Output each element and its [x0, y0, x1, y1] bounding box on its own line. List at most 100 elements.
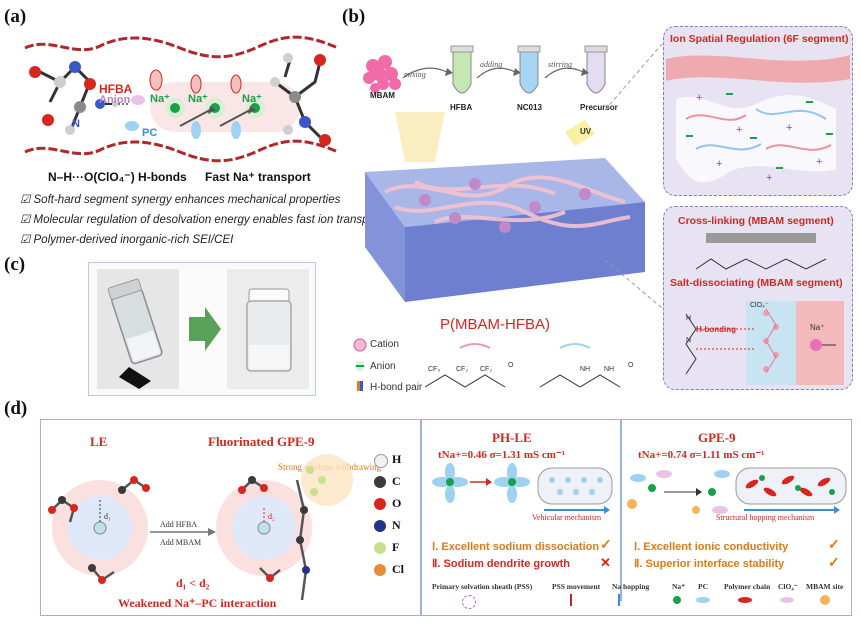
label-hbonding: H-bonding: [696, 325, 736, 334]
vial-photos: [97, 269, 309, 389]
legend-na-hopping: Na hopping: [612, 582, 650, 591]
pc-icon: [696, 597, 710, 603]
formula-o2: O: [628, 362, 634, 369]
label-na-1: Na⁺: [150, 93, 170, 105]
label-anion: Anion: [99, 94, 131, 106]
arrow-down-icon: [570, 594, 572, 606]
atom-c-icon: [374, 476, 386, 488]
panel-b-legend-graphics: [353, 338, 621, 391]
mbam-graphic: [685, 233, 844, 385]
legend-clo4: ClO₄⁻: [778, 582, 798, 591]
polymer-chain-icon: [738, 597, 752, 603]
atom-n-icon: [374, 520, 386, 532]
phle-metrics: tNa+=0.46 σ=1.31 mS cm⁻¹: [438, 449, 566, 461]
panel-b-label: (b): [342, 6, 366, 27]
atom-legend: H C O N F Cl: [374, 452, 418, 584]
bullet-2: ☑ Molecular regulation of desolvation en…: [20, 214, 382, 226]
atom-item: O: [374, 496, 418, 518]
vehicular-mechanism: Vehicular mechanism: [532, 513, 602, 522]
bullet-1: ☑ Soft-hard segment synergy enhances mec…: [20, 194, 341, 206]
check-icon: ☑: [20, 234, 31, 246]
salt-dissociating-title: Salt-dissociating (MBAM segment): [670, 277, 843, 289]
hopping-mechanism: Structural hopping mechanism: [716, 513, 815, 522]
legend-pc: PC: [698, 582, 708, 591]
atom-item: C: [374, 474, 418, 496]
svg-text:+: +: [816, 156, 822, 168]
arrow-stirring: stirring: [548, 60, 573, 69]
svg-text:+: +: [716, 158, 722, 170]
label-h: H: [686, 315, 692, 322]
legend-cation: Cation: [370, 339, 399, 350]
le-title: LE: [90, 434, 108, 449]
phle-title: PH-LE: [492, 430, 532, 445]
d-compare: d₁ < d₂: [176, 576, 210, 590]
add-mbam: Add MBAM: [160, 538, 202, 547]
na-icon: [673, 596, 681, 604]
label-pc: PC: [142, 127, 158, 139]
label-hbonds: N–H···O(ClO₄⁻) H-bonds: [48, 170, 187, 184]
svg-text:+: +: [786, 122, 792, 134]
svg-text:+: +: [766, 172, 772, 184]
legend-pss-movement: PSS movement: [552, 582, 601, 591]
atom-h-icon: [374, 454, 388, 468]
formula-cf2a: CF₂: [456, 366, 469, 373]
legend-hbond-pair: H-bond pair: [370, 382, 423, 393]
panel-b-synthesis: [363, 45, 645, 302]
step-precursor: Precursor: [580, 103, 618, 112]
gpe-title: Fluorinated GPE-9: [208, 434, 315, 449]
gpe9-metrics: tNa+=0.74 σ=1.11 mS cm⁻¹: [638, 449, 765, 461]
d2-label: d₂: [268, 512, 275, 521]
divider-2: [620, 419, 622, 601]
label-na-2: Na⁺: [188, 93, 208, 105]
weakened-interaction: Weakened Na⁺–PC interaction: [118, 596, 277, 610]
check-icon: ✓: [828, 554, 840, 570]
atom-f-icon: [374, 542, 386, 554]
atom-item: N: [374, 518, 418, 540]
atom-o-icon: [374, 498, 386, 510]
label-fast-transport: Fast Na⁺ transport: [205, 170, 311, 184]
divider-1: [420, 419, 422, 616]
atom-item: H: [374, 452, 418, 474]
ion-regulation-box: Ion Spatial Regulation (6F segment) +++ …: [663, 26, 853, 196]
arrow-mixing: mixing: [404, 70, 426, 79]
gpe9-point-2: Ⅱ. Superior interface stability: [634, 558, 785, 570]
photo-panel: [88, 262, 316, 396]
check-icon: ☑: [20, 214, 31, 226]
bullet-3: ☑ Polymer-derived inorganic-rich SEI/CEI: [20, 234, 234, 246]
gpe9-point-1: Ⅰ. Excellent ionic conductivity: [634, 541, 789, 553]
legend-na: Na⁺: [672, 582, 686, 591]
phle-graphic: [432, 463, 613, 514]
formula-cf3: CF₃: [428, 366, 441, 373]
arrow-adding: adding: [480, 60, 503, 69]
gpe9-title: GPE-9: [698, 430, 736, 445]
svg-text:+: +: [696, 92, 702, 104]
atom-item: F: [374, 540, 418, 562]
atom-item: Cl: [374, 562, 418, 584]
label-na-box: Na⁺: [810, 323, 825, 332]
pss-icon: [462, 595, 476, 609]
step-nc013: NC013: [517, 103, 542, 112]
panel-a-label: (a): [4, 6, 27, 27]
step-mbam: MBAM: [370, 91, 395, 100]
ion-regulation-title: Ion Spatial Regulation (6F segment): [670, 33, 849, 45]
formula-o: O: [508, 362, 514, 369]
cross-icon: ✕: [600, 555, 611, 570]
formula-nh2: NH: [604, 366, 615, 373]
legend-anion: Anion: [370, 361, 396, 372]
connector-lines: [604, 43, 663, 309]
step-hfba: HFBA: [450, 103, 473, 112]
d1-label: d₁: [104, 512, 111, 521]
atom-cl-icon: [374, 564, 386, 576]
phle-point-2: Ⅱ. Sodium dendrite growth: [432, 558, 571, 570]
panel-d-frame: [40, 419, 852, 616]
panel-a-illustration: [24, 35, 339, 163]
solvation-diagram: [48, 454, 353, 600]
mbam-segment-box: Cross-linking (MBAM segment) Salt-dissoc…: [663, 206, 853, 390]
legend-pss: Primary solvation sheath (PSS): [432, 582, 533, 591]
formula-nh: NH: [580, 366, 591, 373]
label-n: N: [72, 118, 80, 130]
check-icon: ✓: [600, 536, 612, 552]
check-icon: ✓: [828, 536, 840, 552]
label-n-box: N: [686, 337, 692, 344]
